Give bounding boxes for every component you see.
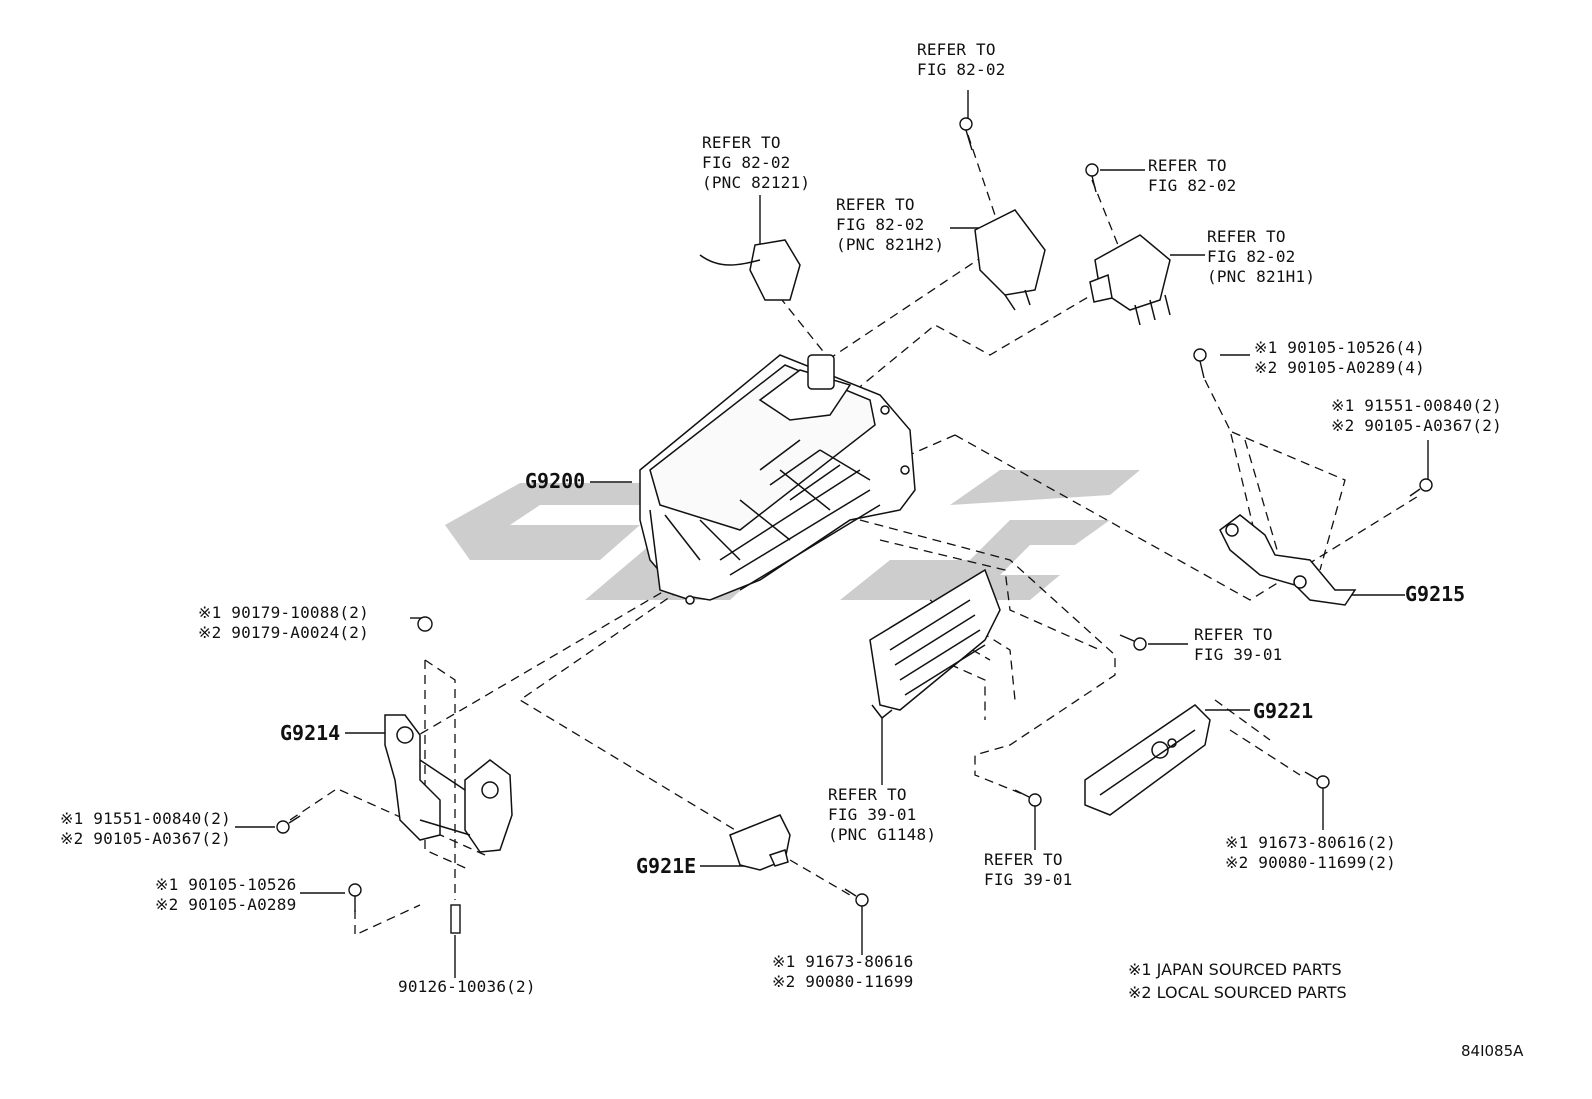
fastener-label-f1: ※1 90105-10526(4)※2 90105-A0289(4) xyxy=(1254,338,1425,377)
bolt-icon xyxy=(1304,771,1330,789)
part-label-g9200: G9200 xyxy=(525,469,586,493)
bolt-icon xyxy=(1119,634,1147,651)
part-label-g921e: G921E xyxy=(636,854,697,878)
bolt-drawings xyxy=(276,117,1433,934)
clip-g921e-drawing xyxy=(729,814,791,871)
bolt-icon xyxy=(276,815,301,834)
fastener-label-f3: ※1 90179-10088(2)※2 90179-A0024(2) xyxy=(198,603,369,642)
bolt-icon xyxy=(1014,789,1042,807)
legend-line-1: ※1 JAPAN SOURCED PARTS xyxy=(1128,960,1342,979)
bolt-icon xyxy=(1193,348,1207,379)
stud-icon xyxy=(450,904,461,934)
fastener-label-f6: 90126-10036(2) xyxy=(398,977,536,996)
cover-g9221-drawing xyxy=(1084,704,1211,816)
legend: ※1 JAPAN SOURCED PARTS ※2 LOCAL SOURCED P… xyxy=(1128,958,1347,1004)
fastener-label-f5: ※1 90105-10526※2 90105-A0289 xyxy=(155,875,297,914)
nut-icon xyxy=(417,616,433,632)
assembly-lines xyxy=(289,134,1421,937)
cover-plate-drawing xyxy=(869,568,1001,720)
fastener-label-f7: ※1 91673-80616※2 90080-11699 xyxy=(772,952,914,991)
bolt-icon xyxy=(1085,163,1099,193)
bracket-g9214-drawing xyxy=(384,714,513,853)
connector-drawings xyxy=(699,209,1171,326)
fastener-label-f8: ※1 91673-80616(2)※2 90080-11699(2) xyxy=(1225,833,1396,872)
diagram-code: 84I085A xyxy=(1461,1042,1524,1060)
bolt-icon xyxy=(1409,478,1433,497)
inverter-assembly-drawing xyxy=(639,354,916,605)
part-label-g9221: G9221 xyxy=(1253,699,1314,723)
part-label-g9215: G9215 xyxy=(1405,582,1466,606)
fastener-label-f4: ※1 91551-00840(2)※2 90105-A0367(2) xyxy=(60,809,231,848)
part-label-g9214: G9214 xyxy=(280,721,341,745)
bolt-icon xyxy=(959,117,973,151)
legend-line-2: ※2 LOCAL SOURCED PARTS xyxy=(1128,983,1347,1002)
fastener-label-f2: ※1 91551-00840(2)※2 90105-A0367(2) xyxy=(1331,396,1502,435)
bolt-icon xyxy=(348,883,362,912)
bolt-icon xyxy=(844,888,869,907)
bracket-g9215-drawing xyxy=(1219,514,1357,606)
